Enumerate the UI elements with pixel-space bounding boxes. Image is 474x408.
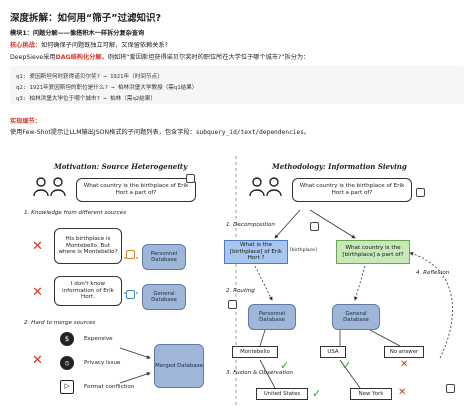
left-step-2: 2. Hard to merge sources [24,320,96,326]
general-db-left: General Database [142,284,186,310]
answer-usa: USA [320,346,346,358]
page-title: 深度拆解：如何用“筛子”过滤知识? [10,13,161,24]
check-icon: ✓ [312,387,322,400]
people-icon [249,177,282,197]
code-line-q3: q3: 柏林洪堡大学位于哪个城市? → 柏林（需q2结果） [16,96,156,102]
montebello-bubble: His birthplace is Montebello. But where … [54,228,122,264]
method-suffix: 。例如将“爱因斯坦获得诺贝尔奖时的职位所在大学位于哪个城市?”拆分为： [101,54,310,61]
cross-icon: ✕ [400,359,409,370]
check-icon: ✓ [280,359,290,372]
dollar-icon: $ [60,332,74,346]
step-reflexion: 4. Reflexion [416,270,450,276]
robot-icon [416,188,425,197]
dependency-label: [birthplace] [290,248,317,253]
conflict-icon: ▷ [60,380,74,394]
check-icon: ✓ [342,359,352,372]
problem-format: Format confliction [84,384,135,390]
robot-icon [126,290,135,299]
impl-suffix: 。 [303,129,311,136]
privacy-icon: ⦸ [60,356,74,370]
impl-line: 使用Few-Shot提示让LLM输出JSON格式的子问题列表，包含字段：subq… [10,127,310,136]
challenge-line: 核心挑战：如何确保子问题既独立可解，又保留依赖关系? [10,40,168,49]
impl-fields: subquery_id/text/dependencies [195,129,304,136]
robot-icon [126,250,135,259]
answer-no-answer: No answer [384,346,424,358]
people-icon [33,177,66,197]
document-icon [186,174,195,183]
answer-montebello: Montebello [232,346,278,358]
left-panel-title: Motivation: Source Heterogeneity [54,162,188,171]
cross-icon: ✕ [32,285,43,300]
subquestion-1: What is the [birthplace] of Erik Hort ? [224,240,288,264]
left-question-bubble: What country is the birthplace of Erik H… [76,178,196,202]
left-step-1: 1. Knowledge from different sources [24,210,127,216]
method-highlight: DAG结构化分解 [55,54,102,61]
personnel-db-left: Personnel Database [142,244,186,270]
problem-expensive: Expensive [84,336,113,342]
answer-new-york: New York [350,388,392,400]
subquestion-2: What country is the [birthplace] a part … [336,240,410,264]
problem-privacy: Privacy Issue [84,360,121,366]
method-prefix: DeepSieve采用 [10,54,56,61]
merged-db: Merged Database [154,344,204,388]
impl-label: 实现细节： [10,118,41,125]
general-db-right: General Database [332,304,380,330]
challenge-label: 核心挑战： [10,42,41,49]
method-figure: Motivation: Source Heterogeneity What co… [10,148,464,408]
right-panel-title: Methodology: Information Sieving [272,162,407,171]
cross-icon: ✕ [32,353,43,368]
cross-icon: ✕ [32,239,43,254]
robot-icon [228,300,237,309]
step-decomposition: 1. Decomposition [226,222,275,228]
robot-icon [446,384,455,393]
cross-icon: ✕ [398,387,407,398]
code-line-q2: q2: 1921年爱因斯坦的职位是什么? → 柏林洪堡大学教授（需q1结果） [16,85,198,91]
code-block [10,66,464,104]
robot-icon [310,222,319,231]
step-fusion: 3. Fusion & Observation [226,370,294,376]
method-line: DeepSieve采用DAG结构化分解。例如将“爱因斯坦获得诺贝尔奖时的职位所在… [10,52,309,61]
impl-text: 使用Few-Shot提示让LLM输出JSON格式的子问题列表，包含字段： [10,129,196,136]
personnel-db-right: Personnel Database [248,304,296,330]
code-line-q1: q1: 爱因斯坦何时获得诺贝尔奖? → 1921年（时间节点） [16,74,163,80]
challenge-text: 如何确保子问题既独立可解，又保留依赖关系? [40,42,168,49]
right-question-bubble: What country is the birthplace of Erik H… [292,178,412,202]
step-routing: 2. Routing [226,288,255,294]
module-heading: 模块1：问题分解——像搭积木一样拆分复杂查询 [10,30,145,37]
answer-united-states: United States [256,388,308,400]
no-info-bubble: I don't know information of Erik Hort. [54,276,122,306]
